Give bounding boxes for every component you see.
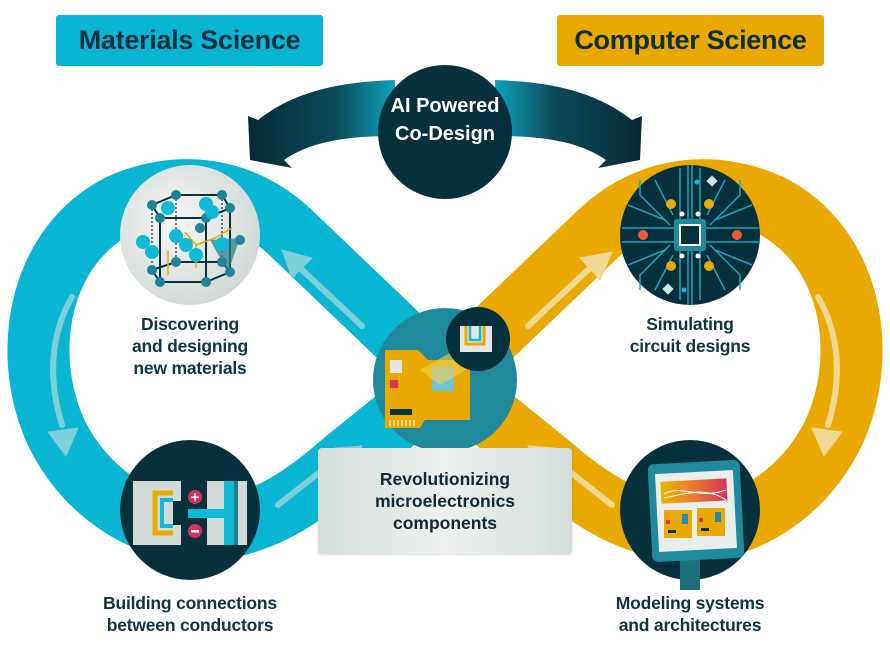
center-line: microelectronics [374,491,516,511]
hub-line-1: AI Powered [390,95,500,117]
caption-building-connections: Building connections between conductors [80,592,300,636]
caption-modeling: Modeling systems and architectures [580,592,800,636]
caption-line: circuit designs [629,336,751,356]
monitor-display-icon [620,440,760,590]
caption-line: Building connections [103,593,277,613]
conductor-connection-icon: + [120,440,260,580]
svg-text:+: + [190,490,200,504]
hub-circle [378,65,512,199]
center-line: components [392,513,498,533]
computer-science-label: Computer Science [574,25,807,55]
caption-line: between conductors [106,615,274,635]
caption-line: Discovering [141,314,239,334]
caption-line: and architectures [618,615,762,635]
center-caption-box [318,448,572,554]
circuit-chip-icon [620,165,760,305]
caption-line: and designing [131,336,248,356]
caption-line: Simulating [646,314,734,334]
materials-science-label: Materials Science [78,25,301,55]
crystal-lattice-icon [120,165,260,305]
caption-simulating: Simulating circuit designs [600,313,780,357]
ai-co-design-hub: AI Powered Co-Design [380,92,510,148]
computer-science-header: Computer Science [557,15,824,66]
center-line: Revolutionizing [379,469,511,489]
microelectronics-board-icon [373,307,517,452]
hub-arrows-icon [248,65,642,199]
materials-science-header: Materials Science [56,15,323,66]
caption-discovering: Discovering and designing new materials [100,313,280,379]
caption-line: Modeling systems [615,593,765,613]
caption-line: new materials [133,358,247,378]
hub-line-2: Co-Design [395,123,495,145]
center-caption: Revolutionizing microelectronics compone… [318,468,572,534]
